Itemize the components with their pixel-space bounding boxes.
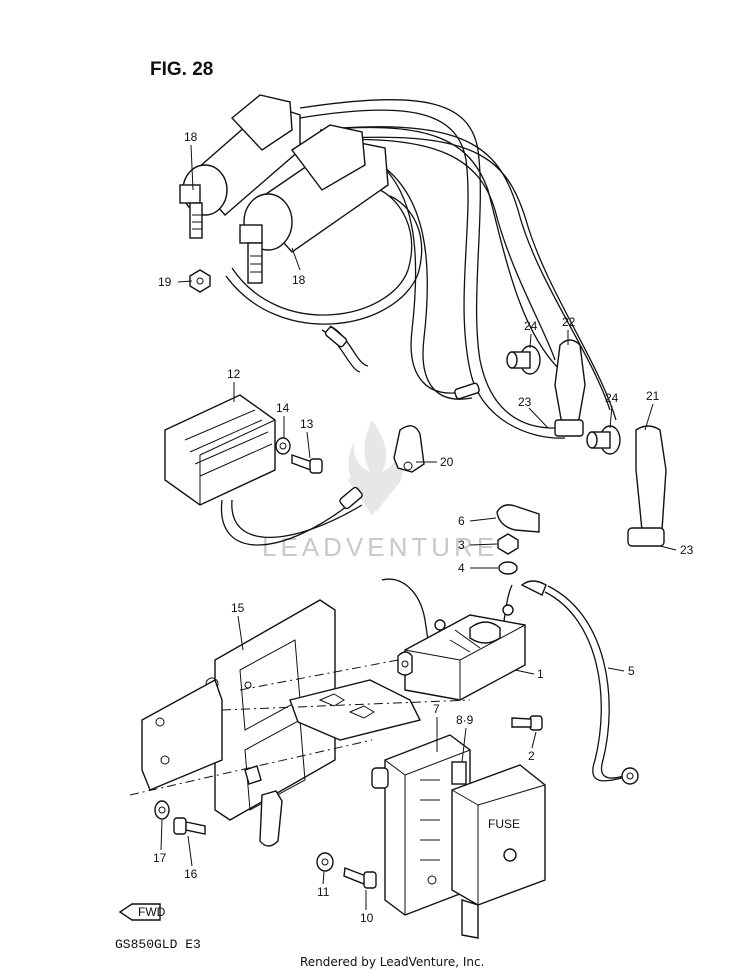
callout-20: 20 xyxy=(440,455,454,469)
callout-19: 19 xyxy=(158,275,172,289)
bracket-15 xyxy=(129,599,471,847)
callout-22: 22 xyxy=(562,315,576,329)
seal-24-a xyxy=(506,345,541,375)
callout-11: 11 xyxy=(317,885,330,899)
figure-title: FIG. 28 xyxy=(150,59,213,80)
callout-6: 6 xyxy=(458,514,465,528)
washer-11 xyxy=(316,852,334,872)
ignition-coil-rear xyxy=(179,94,301,239)
boot-6 xyxy=(496,504,540,533)
callout-15: 15 xyxy=(231,601,245,615)
callout-24-b: 24 xyxy=(605,391,619,405)
callout-21: 21 xyxy=(646,389,660,403)
ignition-coil-front xyxy=(239,124,389,284)
callout-12: 12 xyxy=(227,367,241,381)
callout-2: 2 xyxy=(528,749,535,763)
callout-18-rear: 18 xyxy=(184,130,198,144)
leader-lines xyxy=(160,144,677,910)
bolt-2 xyxy=(511,715,543,731)
washer-14 xyxy=(275,437,291,455)
clamp-20 xyxy=(393,425,425,473)
callout-24-a: 24 xyxy=(524,319,538,333)
model-code: GS850GLD E3 xyxy=(115,937,201,952)
washer-4 xyxy=(498,561,518,575)
callout-7: 7 xyxy=(433,702,440,716)
starter-relay-1 xyxy=(381,578,526,701)
plug-cap-22 xyxy=(554,339,586,437)
callout-4: 4 xyxy=(458,561,465,575)
callout-23-b: 23 xyxy=(680,543,694,557)
callout-8-9: 8·9 xyxy=(456,713,474,727)
seal-24-b xyxy=(586,425,621,455)
callout-10: 10 xyxy=(360,911,374,925)
nut-19 xyxy=(189,269,211,293)
callout-18-front: 18 xyxy=(292,273,306,287)
fwd-label: FWD xyxy=(138,905,166,919)
spark-plug-cords xyxy=(225,99,617,439)
nut-3 xyxy=(497,533,519,555)
starter-cable-5 xyxy=(520,580,639,785)
fuse-icon-label: FUSE xyxy=(488,817,520,831)
callout-17: 17 xyxy=(153,851,167,865)
watermark-text: LEADVENTURE xyxy=(262,532,498,562)
bolt-16 xyxy=(173,817,206,835)
callout-1: 1 xyxy=(537,667,544,681)
regulator-rectifier-12 xyxy=(164,394,363,546)
screw-13 xyxy=(291,454,323,474)
plug-cap-21 xyxy=(627,425,667,547)
callout-3: 3 xyxy=(458,538,465,552)
callout-13: 13 xyxy=(300,417,314,431)
callout-5: 5 xyxy=(628,664,635,678)
fuse-cover-8-9: FUSE xyxy=(451,764,546,939)
screw-10 xyxy=(343,867,377,889)
forward-arrow-icon: FWD xyxy=(118,903,166,921)
callout-14: 14 xyxy=(276,401,290,415)
washer-17 xyxy=(154,800,170,820)
callout-16: 16 xyxy=(184,867,198,881)
footer-credit: Rendered by LeadVenture, Inc. xyxy=(300,955,484,969)
callout-23-a: 23 xyxy=(518,395,532,409)
